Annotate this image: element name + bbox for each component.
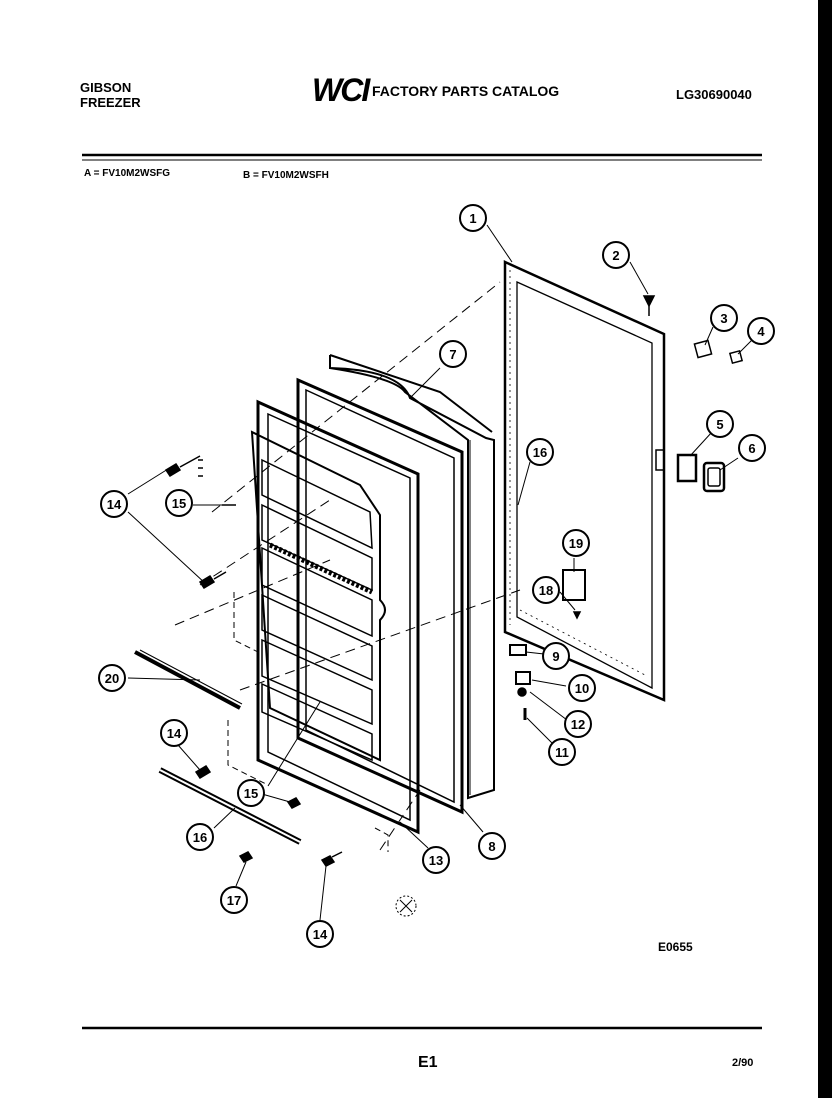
callout-circle	[100, 490, 128, 518]
callout-7: 7	[439, 340, 467, 368]
callout-circle	[747, 317, 775, 345]
callout-circle	[306, 920, 334, 948]
callout-circle	[532, 576, 560, 604]
callout-14: 14	[100, 490, 128, 518]
callout-5: 5	[706, 410, 734, 438]
callout-label: 15	[172, 496, 186, 511]
wci-logo: WCI	[312, 72, 370, 108]
callout-label: 16	[193, 830, 207, 845]
callout-circle	[422, 846, 450, 874]
callout-2: 2	[602, 241, 630, 269]
callout-circle	[738, 434, 766, 462]
callout-11: 11	[548, 738, 576, 766]
callout-leaders	[127, 224, 753, 921]
callout-16: 16	[526, 438, 554, 466]
callout-circle	[186, 823, 214, 851]
callout-label: 8	[488, 839, 495, 854]
callout-circle	[526, 438, 554, 466]
callout-circle	[602, 241, 630, 269]
callout-label: 15	[244, 786, 258, 801]
catalog-title: FACTORY PARTS CATALOG	[372, 83, 560, 99]
callout-label: 2	[612, 248, 619, 263]
callout-6: 6	[738, 434, 766, 462]
door-gasket	[296, 377, 464, 815]
callout-label: 6	[748, 441, 755, 456]
callout-label: 14	[167, 726, 182, 741]
diagram-code: E0655	[658, 940, 693, 954]
callout-label: 5	[716, 417, 723, 432]
callout-circle	[542, 642, 570, 670]
inner-door-liner	[250, 399, 420, 835]
callout-14: 14	[160, 719, 188, 747]
callout-label: 3	[720, 311, 727, 326]
side-dashed-brackets	[227, 592, 389, 852]
callout-12: 12	[564, 710, 592, 738]
callout-10: 10	[568, 674, 596, 702]
brand-name: GIBSON	[80, 80, 132, 95]
brand-block: GIBSON FREEZER	[80, 80, 141, 110]
callout-8: 8	[478, 832, 506, 860]
callout-circle	[237, 779, 265, 807]
callout-label: 20	[105, 671, 119, 686]
callout-label: 11	[555, 745, 569, 760]
callout-circle	[439, 340, 467, 368]
exploded-view-leaders	[174, 281, 521, 851]
page-date: 2/90	[732, 1057, 754, 1069]
callout-15: 15	[237, 779, 265, 807]
catalog-number: LG30690040	[676, 87, 752, 102]
callout-3: 3	[710, 304, 738, 332]
outer-door-panel	[503, 260, 666, 702]
callout-circle	[220, 886, 248, 914]
stamp-mark	[395, 895, 417, 917]
callout-1: 1	[459, 204, 487, 232]
callout-14: 14	[306, 920, 334, 948]
callout-label: 14	[107, 497, 122, 512]
callout-label: 4	[757, 324, 765, 339]
callout-circle	[478, 832, 506, 860]
model-b-label: B = FV10M2WSFH	[243, 170, 329, 181]
callout-circle	[562, 529, 590, 557]
callout-label: 12	[571, 717, 585, 732]
callout-circle	[459, 204, 487, 232]
callout-label: 19	[569, 536, 583, 551]
callout-label: 17	[227, 893, 241, 908]
callout-label: 18	[539, 583, 553, 598]
callout-20: 20	[98, 664, 126, 692]
callout-label: 14	[313, 927, 328, 942]
callout-15: 15	[165, 489, 193, 517]
door-foam-panel	[329, 354, 495, 800]
callout-label: 13	[429, 853, 443, 868]
callout-label: 10	[575, 681, 589, 696]
product-type: FREEZER	[80, 95, 141, 110]
callout-9: 9	[542, 642, 570, 670]
callout-18: 18	[532, 576, 560, 604]
callout-17: 17	[220, 886, 248, 914]
door-hardware	[509, 295, 744, 720]
callout-circle	[98, 664, 126, 692]
callout-circle	[165, 489, 193, 517]
fasteners	[164, 455, 343, 867]
callout-label: 9	[552, 649, 559, 664]
callout-16: 16	[186, 823, 214, 851]
callout-label: 16	[533, 445, 547, 460]
header-rule	[82, 153, 762, 161]
page-number: E1	[418, 1054, 438, 1071]
callout-4: 4	[747, 317, 775, 345]
callout-circle	[564, 710, 592, 738]
callout-label: 7	[449, 347, 456, 362]
callout-label: 1	[469, 211, 476, 226]
callout-circle	[548, 738, 576, 766]
callout-circle	[568, 674, 596, 702]
callout-circle	[160, 719, 188, 747]
callout-circle	[710, 304, 738, 332]
callout-circle	[706, 410, 734, 438]
callout-13: 13	[422, 846, 450, 874]
breaker-strip-16	[158, 767, 302, 845]
model-a-label: A = FV10M2WSFG	[84, 168, 171, 179]
callout-19: 19	[562, 529, 590, 557]
